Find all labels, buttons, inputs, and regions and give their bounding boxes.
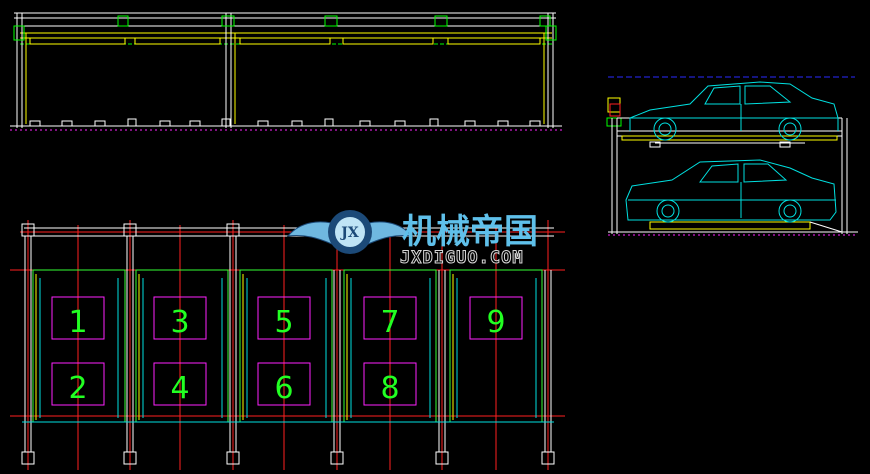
slot-number-7: 7: [380, 305, 399, 340]
watermark-site-name: 机械帝国: [402, 212, 538, 252]
site-watermark: JX 机械帝国 JXDIGUO.COM: [286, 210, 538, 269]
slot-number-5: 5: [274, 305, 293, 340]
slot-number-6: 6: [274, 371, 293, 406]
slot-number-1: 1: [68, 305, 87, 340]
gear-wings-logo-icon: JX: [286, 210, 414, 254]
lift-motor-icon: [606, 97, 622, 127]
plan-view: [10, 220, 565, 470]
slot-number-9: 9: [486, 305, 505, 340]
slot-number-4: 4: [170, 371, 189, 406]
svg-text:JX: JX: [339, 225, 359, 241]
upper-car-icon: [629, 81, 839, 141]
slot-number-2: 2: [68, 371, 87, 406]
watermark-site-url: JXDIGUO.COM: [400, 248, 524, 268]
slot-number-3: 3: [170, 305, 189, 340]
side-view-lift: [606, 76, 858, 236]
lower-car-icon: [625, 159, 837, 223]
parking-slot-numbers: 1 2 3 4 5 6 7 8 9: [68, 305, 505, 406]
slot-number-8: 8: [380, 371, 399, 406]
front-elevation-view: [10, 12, 562, 131]
